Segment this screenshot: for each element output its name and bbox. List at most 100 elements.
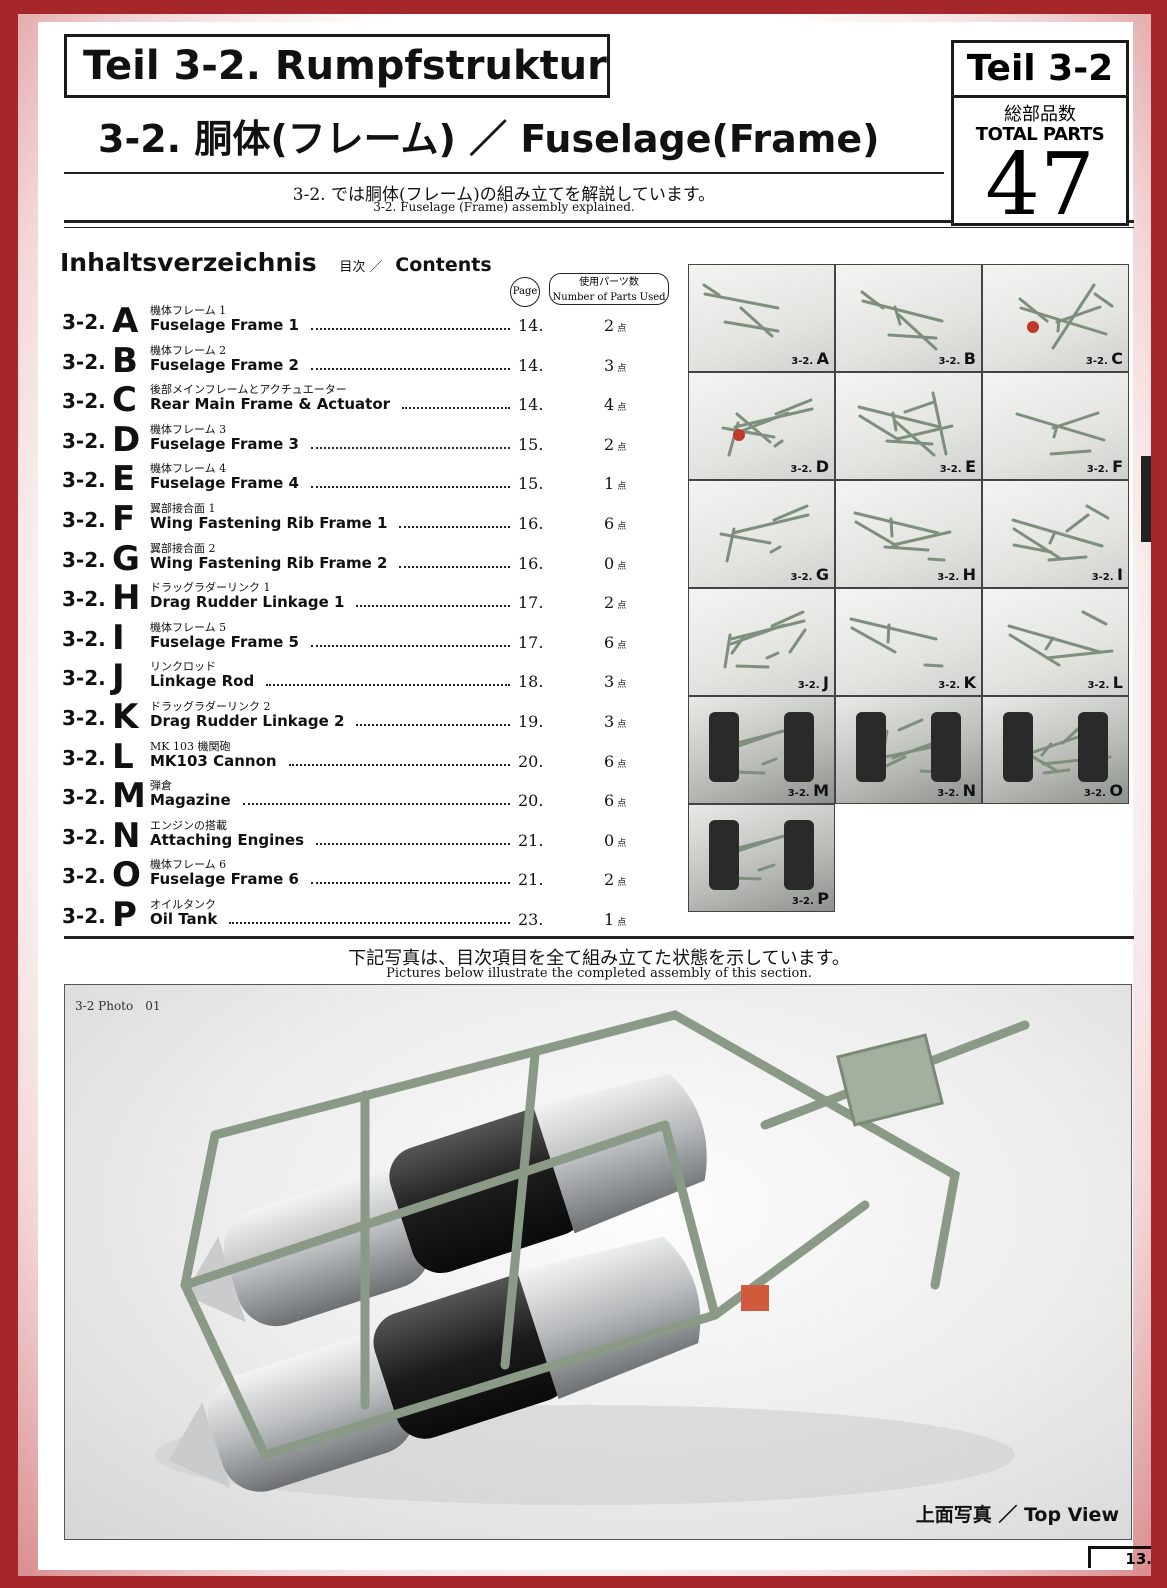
toc-title-en: Fuselage Frame 3: [150, 434, 299, 453]
thumbnail-drawing: [723, 610, 807, 669]
toc-parts-value: 2: [604, 870, 615, 890]
toc-section-letter: C: [112, 380, 137, 421]
photo-view-label: 上面写真 ／ Top View: [915, 1504, 1119, 1526]
toc-dot-leader: [229, 921, 510, 924]
thumbnail-prefix: 3-2.: [797, 680, 820, 691]
thumbnail-prefix: 3-2.: [1091, 572, 1114, 583]
thumbnail-drawing: [857, 391, 954, 457]
toc-section-code: 3-2.: [62, 507, 106, 532]
thumbnail-photo: 3-2. K: [835, 588, 982, 696]
toc-parts-unit: 点: [617, 838, 627, 849]
toc-section-letter: L: [112, 736, 134, 777]
toc-parts-value: 6: [604, 791, 615, 811]
thumbnail-label: 3-2. D: [790, 457, 829, 476]
parts-box-teil: Teil 3-2: [954, 43, 1126, 98]
toc-title-jp: 機体フレーム 5: [150, 620, 227, 634]
toc-title-jp: 機体フレーム 6: [150, 858, 227, 872]
toc-parts-value: 3: [604, 672, 615, 692]
thumbnail-photo: 3-2. L: [982, 588, 1129, 696]
thumbnail-prefix: 3-2.: [1087, 680, 1110, 691]
toc-page-number: 20.: [518, 791, 544, 811]
thumbnail-label: 3-2. G: [791, 565, 830, 584]
thumbnail-photo: 3-2. H: [835, 480, 982, 588]
thumbnail-letter: K: [963, 673, 976, 692]
thumbnail-label: 3-2. P: [792, 889, 829, 908]
thumbnail-photo: 3-2. P: [688, 804, 835, 912]
toc-section-letter: A: [112, 301, 139, 341]
toc-title-jp: 機体フレーム 3: [150, 422, 227, 436]
toc-page-number: 17.: [518, 593, 544, 613]
toc-section-code: 3-2.: [62, 903, 106, 928]
toc-title-en: Fuselage Frame 2: [150, 355, 299, 374]
toc-section-code: 3-2.: [62, 468, 106, 493]
thumbnail-letter: P: [817, 889, 829, 908]
toc-section-letter: F: [112, 498, 136, 539]
thumbnail-letter: C: [1111, 349, 1123, 368]
thumbnail-label: 3-2. C: [1086, 349, 1123, 368]
intro-text-en: 3-2. Fuselage (Frame) assembly explained…: [373, 200, 635, 214]
toc-title-en: Magazine: [150, 791, 231, 810]
toc-page-number: 17.: [518, 632, 544, 652]
thumbnail-label: 3-2. J: [798, 673, 829, 692]
toc-parts-unit: 点: [617, 759, 627, 770]
thumbnail-letter: A: [816, 349, 829, 368]
thumbnail-drawing: [719, 504, 810, 563]
toc-section-letter: B: [112, 340, 138, 381]
thumbnail-drawing: [702, 283, 780, 338]
toc-title-en: Drag Rudder Linkage 2: [150, 711, 345, 730]
toc-parts-value: 0: [604, 553, 615, 573]
thumbnail-letter: D: [815, 457, 829, 476]
thumbnail-prefix: 3-2.: [790, 464, 813, 475]
contents-heading-en: Contents: [395, 254, 492, 276]
toc-title-en: Fuselage Frame 1: [150, 316, 299, 334]
toc-section-code: 3-2.: [62, 310, 106, 334]
page-number: 13.: [1088, 1546, 1151, 1568]
thumbnail-prefix: 3-2.: [938, 356, 961, 367]
thumbnail-drawing: [709, 820, 814, 890]
toc-parts-value: 3: [604, 711, 615, 731]
toc-title-en: Wing Fastening Rib Frame 2: [150, 553, 388, 572]
toc-section-letter: M: [112, 776, 146, 817]
photo-caption: 3-2 Photo 01: [75, 999, 161, 1013]
toc-page-number: 14.: [518, 316, 544, 335]
toc-parts-value: 3: [604, 355, 615, 375]
toc-section-code: 3-2.: [62, 626, 106, 651]
thumbnail-letter: B: [963, 349, 976, 368]
thumbnail-drawing: [856, 712, 961, 782]
toc-section-letter: G: [112, 538, 140, 579]
thumbnail-label: 3-2. L: [1087, 673, 1123, 692]
thumbnail-photo: 3-2. C: [982, 264, 1129, 372]
parts-used-label-en: Number of Parts Used: [552, 292, 666, 303]
toc-section-code: 3-2.: [62, 587, 106, 612]
toc-title-en: Fuselage Frame 4: [150, 474, 299, 493]
thumbnail-prefix: 3-2.: [791, 356, 814, 367]
toc-section-letter: E: [112, 459, 136, 500]
subtitle-rule: [64, 172, 944, 174]
thumbnail-letter: J: [823, 673, 829, 692]
toc-page-number: 23.: [518, 909, 544, 929]
thumbnail-label: 3-2. I: [1092, 565, 1123, 584]
thumbnail-photo: 3-2. I: [982, 480, 1129, 588]
toc-title-jp: 翼部接合面 1: [150, 501, 216, 515]
toc-parts-unit: 点: [617, 403, 627, 414]
contents-heading-de: Inhaltsverzeichnis: [60, 248, 317, 277]
toc-section-letter: P: [112, 894, 137, 935]
toc-parts-value: 6: [604, 632, 615, 652]
toc-title-jp: 機体フレーム 1: [150, 304, 227, 317]
thumbnail-prefix: 3-2.: [937, 572, 960, 583]
toc-title-jp: リンクロッド: [150, 660, 216, 674]
